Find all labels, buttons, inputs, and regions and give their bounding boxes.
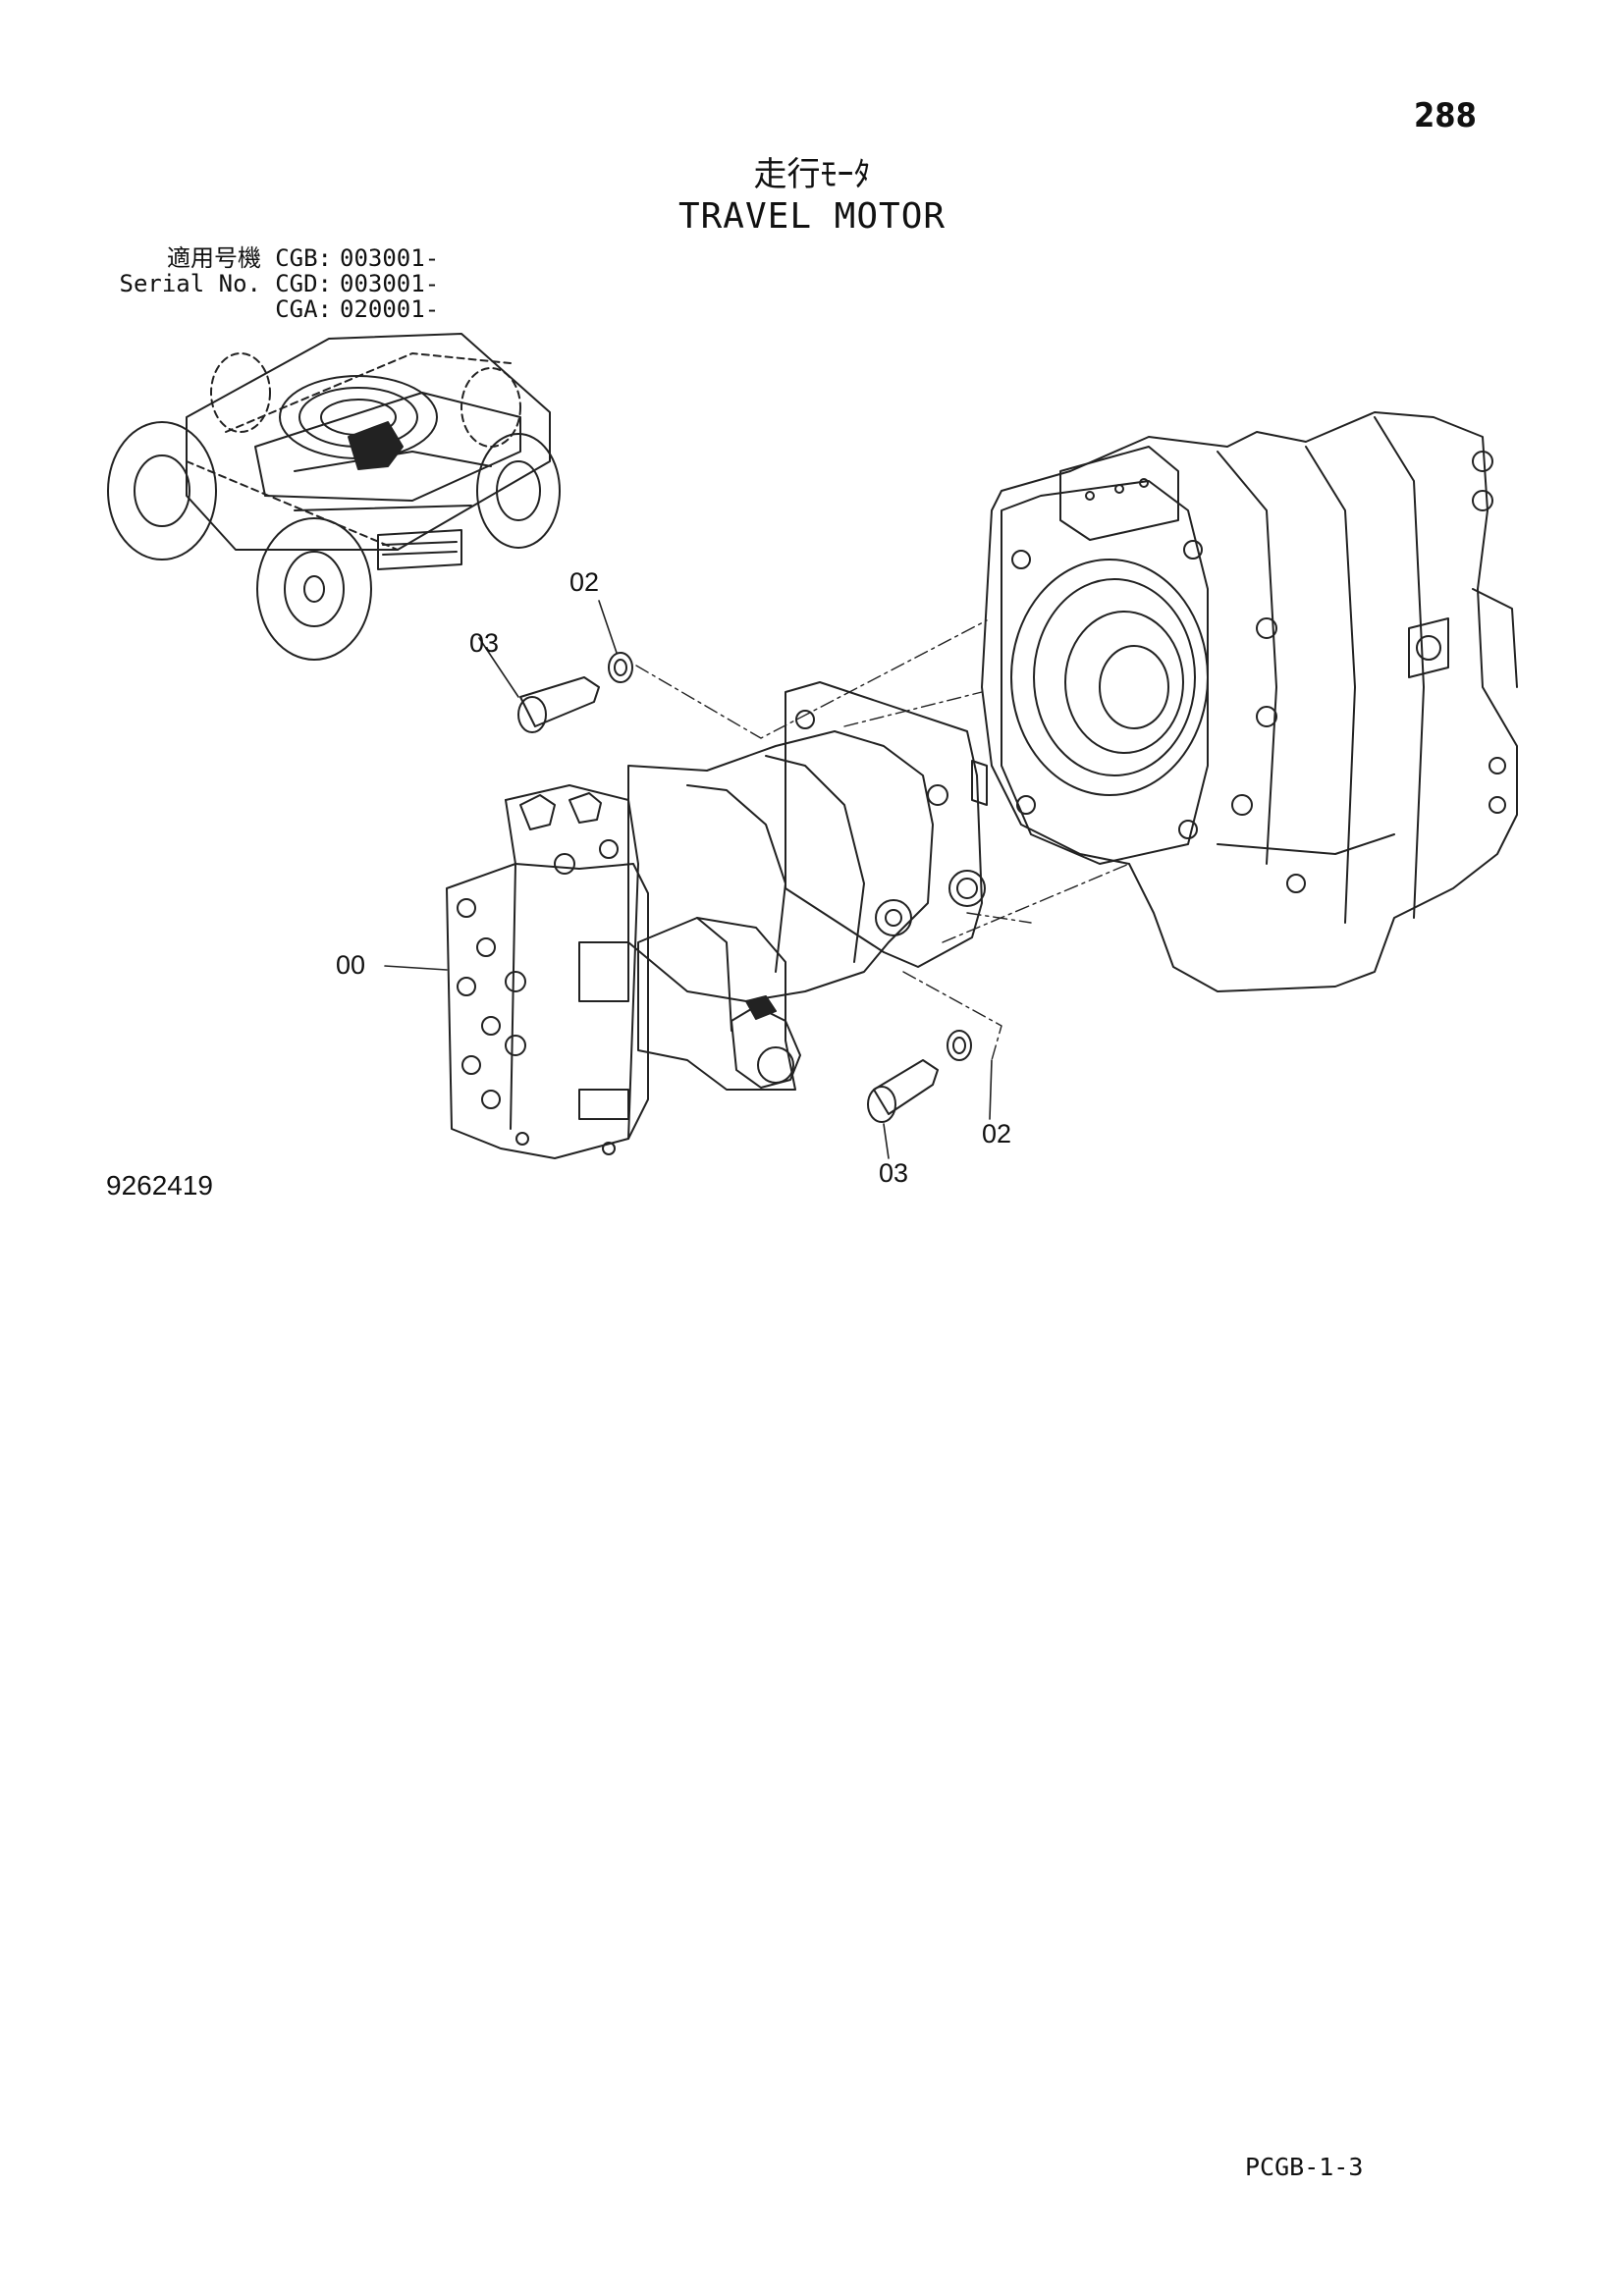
figure-number: 9262419 xyxy=(106,1170,214,1201)
callout-02-lower: 02 xyxy=(982,1119,1012,1148)
serial-applicability: 適用号機 CGB: 003001- Serial No. CGD: 003001… xyxy=(106,245,440,322)
serial-model: CGA: xyxy=(275,295,332,323)
callout-leader-lines xyxy=(384,600,993,1159)
serial-model: CGD: xyxy=(275,270,332,297)
callout-03-upper: 03 xyxy=(469,628,500,658)
travel-motor-illustration xyxy=(446,681,988,1159)
machine-overview-illustration xyxy=(107,333,561,661)
serial-code: 020001- xyxy=(340,295,440,323)
serial-row: Serial No. CGD: 003001- xyxy=(106,270,440,297)
serial-code: 003001- xyxy=(340,244,440,272)
page-code: PCGB-1-3 xyxy=(1245,2153,1364,2181)
upper-bolt-and-washer xyxy=(517,652,633,733)
serial-label-jp: 適用号機 xyxy=(167,244,261,272)
callout-02-upper: 02 xyxy=(569,567,600,597)
title-english: TRAVEL MOTOR xyxy=(677,196,947,237)
page-number: 288 xyxy=(1414,96,1477,135)
title-japanese: 走行ﾓｰﾀ xyxy=(753,155,871,194)
serial-row: CGA: 020001- xyxy=(106,296,439,322)
serial-code: 003001- xyxy=(340,270,440,297)
serial-model: CGB: xyxy=(275,244,332,272)
callout-03-lower: 03 xyxy=(879,1158,909,1188)
assembly-center-lines xyxy=(635,619,1130,1061)
serial-row: 適用号機 CGB: 003001- xyxy=(106,245,439,271)
transmission-housing-illustration xyxy=(981,411,1518,992)
callout-00: 00 xyxy=(336,950,366,980)
serial-label-en: Serial No. xyxy=(119,270,262,297)
lower-bolt-and-washer xyxy=(867,1030,972,1123)
